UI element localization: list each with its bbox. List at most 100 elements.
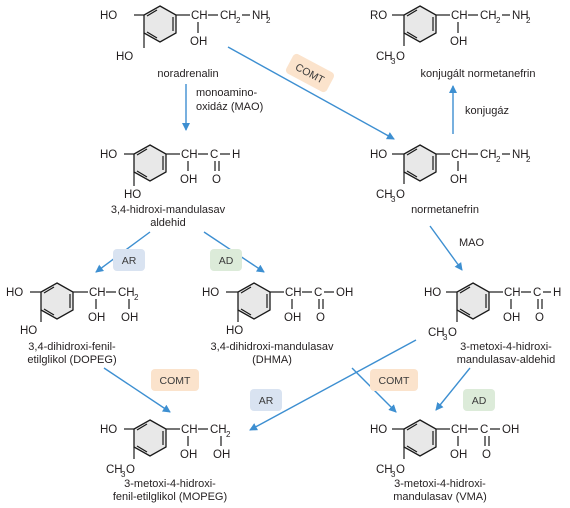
atom-ch: CH (181, 149, 198, 161)
benzene-ring (237, 282, 271, 320)
badge-label: AR (122, 255, 137, 267)
molecule-konjugalt-normetanefrin: RO CH 3 O CH OH CH 2 NH 2 konjugált norm… (370, 5, 535, 80)
molecule-name: etilglikol (DOPEG) (27, 354, 116, 366)
molecule-vma: HO CH 3 O CH OH C O OH 3-metoxi-4-hidrox… (370, 419, 519, 503)
badge-ad-left: AD (210, 249, 242, 271)
atom-o: O (535, 312, 544, 324)
benzene-ring (40, 282, 74, 320)
arrow-mao-right (429, 225, 463, 271)
atom-nh2: NH (512, 149, 529, 161)
molecule-name: 3,4-dihidroxi-fenil- (28, 341, 116, 353)
atom-nh2: NH (512, 10, 529, 22)
molecule-name: 3-metoxi-4-hidroxi- (124, 478, 216, 490)
atom-o: O (212, 174, 221, 186)
atom-o: O (396, 189, 405, 201)
atom-o: O (396, 464, 405, 476)
atom-sub: 2 (134, 293, 139, 302)
molecule-noradrenalin: HO HO CH OH CH 2 NH 2 noradrenalin (100, 5, 271, 80)
badge-label: COMT (160, 375, 191, 387)
molecule-name: 3-metoxi-4-hidroxi- (460, 341, 552, 353)
atom-h: H (232, 149, 240, 161)
atom-oh: OH (88, 312, 105, 324)
molecule-name: aldehid (150, 217, 185, 229)
atom-ch: CH (451, 10, 468, 22)
molecule-dopeg: HO HO CH OH CH 2 OH 3,4-dihidroxi-fenil-… (6, 282, 139, 366)
atom-ho: HO (100, 149, 117, 161)
atom-sub: 2 (226, 430, 231, 439)
atom-ch3o: CH (376, 51, 393, 63)
atom-ch3o: CH (376, 464, 393, 476)
atom-sub: 2 (496, 155, 501, 164)
atom-ho: HO (100, 10, 117, 22)
label-konjugaz: konjugáz (465, 105, 509, 117)
atom-oh: OH (284, 312, 301, 324)
atom-ch2: CH (480, 10, 497, 22)
atom-sub: 2 (496, 16, 501, 25)
atom-o: O (396, 51, 405, 63)
atom-sub: 2 (526, 155, 531, 164)
badge-label: AR (259, 395, 274, 407)
atom-o: O (316, 312, 325, 324)
arrow-ar-right (249, 339, 417, 431)
atom-oh: OH (180, 174, 197, 186)
atom-ho: HO (100, 424, 117, 436)
atom-ho: HO (20, 325, 37, 337)
badge-comt-dopeg: COMT (151, 369, 199, 391)
benzene-ring (133, 144, 167, 182)
molecule-normetanefrin: HO CH 3 O CH OH CH 2 NH 2 normetanefrin (370, 144, 531, 216)
atom-sub: 3 (391, 57, 396, 66)
molecule-name: noradrenalin (157, 68, 218, 80)
benzene-ring (456, 282, 490, 320)
benzene-ring (403, 419, 437, 457)
atom-ho: HO (6, 287, 23, 299)
atom-oh: OH (502, 424, 519, 436)
atom-ho: HO (116, 51, 133, 63)
arrow-comt-top (227, 46, 395, 140)
atom-ch: CH (285, 287, 302, 299)
label-mao-top: monoamino- oxidáz (MAO) (196, 87, 263, 113)
atom-oh: OH (450, 449, 467, 461)
atom-sub: 2 (526, 16, 531, 25)
atom-ho: HO (370, 424, 387, 436)
badge-label: COMT (379, 375, 410, 387)
label-mao-right: MAO (459, 237, 485, 249)
atom-ch2: CH (118, 287, 135, 299)
atom-ch: CH (451, 149, 468, 161)
arrow-label: monoamino- (196, 87, 257, 99)
atom-ch2: CH (480, 149, 497, 161)
molecule-name: 3-metoxi-4-hidroxi- (394, 478, 486, 490)
atom-sub: 3 (391, 195, 396, 204)
atom-ch: CH (89, 287, 106, 299)
badge-label: AD (472, 395, 487, 407)
molecule-name: mandulasav-aldehid (457, 354, 555, 366)
atom-oh: OH (180, 449, 197, 461)
atom-ch3o: CH (106, 464, 123, 476)
atom-ch: CH (451, 424, 468, 436)
molecule-mopeg: HO CH 3 O CH OH CH 2 OH 3-metoxi-4-hidro… (100, 419, 231, 503)
molecule-name: 3,4-dihidroxi-mandulasav (211, 341, 334, 353)
atom-ho: HO (124, 189, 141, 201)
arrow-comt-dopeg (103, 367, 171, 413)
atom-ho: HO (424, 287, 441, 299)
badge-ar-left: AR (113, 249, 145, 271)
benzene-ring (403, 144, 437, 182)
atom-h: H (553, 287, 561, 299)
arrow-ad-right (435, 367, 471, 411)
molecule-mopeg-aldehyde: HO CH 3 O CH OH C O H 3-metoxi-4-hidroxi… (424, 282, 561, 366)
atom-oh: OH (450, 174, 467, 186)
atom-ch3o: CH (376, 189, 393, 201)
atom-ch3o: CH (428, 327, 445, 339)
molecule-name: mandulasav (VMA) (393, 491, 487, 503)
atom-ch2: CH (220, 10, 237, 22)
badge-ad-right: AD (463, 389, 495, 411)
atom-ro: RO (370, 10, 387, 22)
atom-o: O (126, 464, 135, 476)
atom-c: C (314, 287, 322, 299)
atom-ch2: CH (210, 424, 227, 436)
atom-c: C (480, 424, 488, 436)
atom-o: O (448, 327, 457, 339)
atom-ch: CH (504, 287, 521, 299)
benzene-ring (133, 419, 167, 457)
atom-ho: HO (226, 325, 243, 337)
